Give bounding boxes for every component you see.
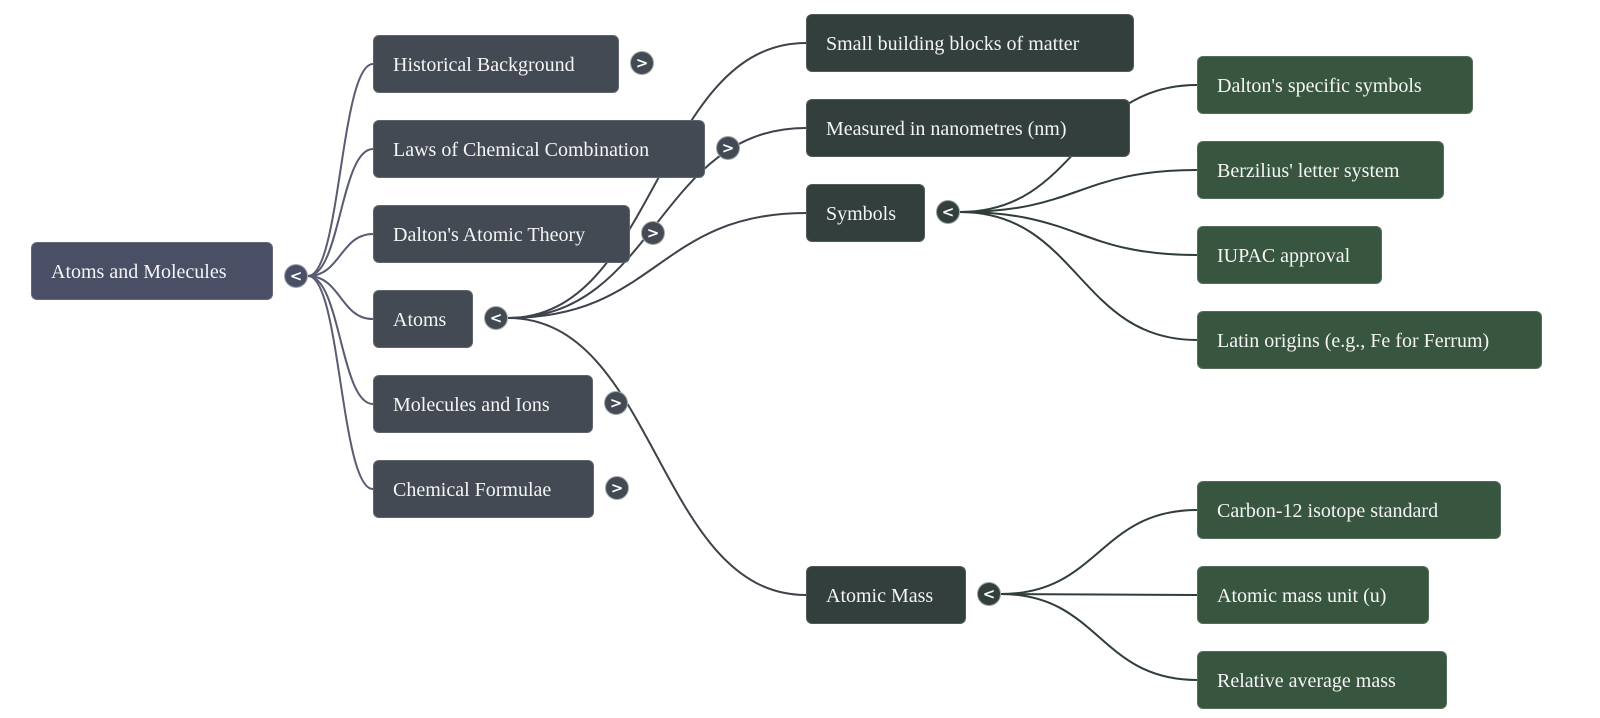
edge-atomic-mass-to-leaf-1 xyxy=(1000,593,1198,596)
edge-symbols-to-leaf-2 xyxy=(959,211,1198,256)
leaf-relative-average-mass[interactable]: Relative average mass xyxy=(1197,651,1447,709)
subtopic-measured-in-nanometres[interactable]: Measured in nanometres (nm) xyxy=(806,99,1130,157)
leaf-atomic-mass-unit[interactable]: Atomic mass unit (u) xyxy=(1197,566,1429,624)
subtopic-symbols[interactable]: Symbols xyxy=(806,184,925,242)
subtopic-small-building-blocks[interactable]: Small building blocks of matter xyxy=(806,14,1134,72)
topic-daltons-atomic-theory[interactable]: Dalton's Atomic Theory xyxy=(373,205,630,263)
topic-laws-of-chemical-combination[interactable]: Laws of Chemical Combination xyxy=(373,120,705,178)
expand-toggle-icon[interactable]: > xyxy=(605,476,629,500)
edge-atomic-mass-to-leaf-0 xyxy=(1000,509,1198,595)
subtopic-atomic-mass[interactable]: Atomic Mass xyxy=(806,566,966,624)
leaf-iupac-approval[interactable]: IUPAC approval xyxy=(1197,226,1382,284)
collapse-toggle-icon[interactable]: < xyxy=(936,200,960,224)
edge-symbols-to-leaf-3 xyxy=(959,211,1198,341)
leaf-berzilius-letter-system[interactable]: Berzilius' letter system xyxy=(1197,141,1444,199)
collapse-toggle-icon[interactable]: < xyxy=(284,264,308,288)
collapse-toggle-icon[interactable]: < xyxy=(484,306,508,330)
expand-toggle-icon[interactable]: > xyxy=(604,391,628,415)
edge-root-to-topic-2 xyxy=(307,233,374,277)
topic-atoms[interactable]: Atoms xyxy=(373,290,473,348)
root-node[interactable]: Atoms and Molecules xyxy=(31,242,273,300)
expand-toggle-icon[interactable]: > xyxy=(716,136,740,160)
expand-toggle-icon[interactable]: > xyxy=(641,221,665,245)
edge-root-to-topic-1 xyxy=(307,148,374,277)
edge-root-to-topic-5 xyxy=(307,275,374,490)
edge-root-to-topic-0 xyxy=(307,63,374,277)
leaf-daltons-specific-symbols[interactable]: Dalton's specific symbols xyxy=(1197,56,1473,114)
leaf-latin-origins[interactable]: Latin origins (e.g., Fe for Ferrum) xyxy=(1197,311,1542,369)
edge-root-to-topic-4 xyxy=(307,275,374,405)
topic-historical-background[interactable]: Historical Background xyxy=(373,35,619,93)
edge-root-to-topic-3 xyxy=(307,275,374,320)
leaf-carbon-12-standard[interactable]: Carbon-12 isotope standard xyxy=(1197,481,1501,539)
expand-toggle-icon[interactable]: > xyxy=(630,51,654,75)
edge-atoms-to-child-3 xyxy=(507,317,807,596)
topic-molecules-and-ions[interactable]: Molecules and Ions xyxy=(373,375,593,433)
edge-atomic-mass-to-leaf-2 xyxy=(1000,593,1198,681)
collapse-toggle-icon[interactable]: < xyxy=(977,582,1001,606)
edge-symbols-to-leaf-1 xyxy=(959,169,1198,213)
topic-chemical-formulae[interactable]: Chemical Formulae xyxy=(373,460,594,518)
